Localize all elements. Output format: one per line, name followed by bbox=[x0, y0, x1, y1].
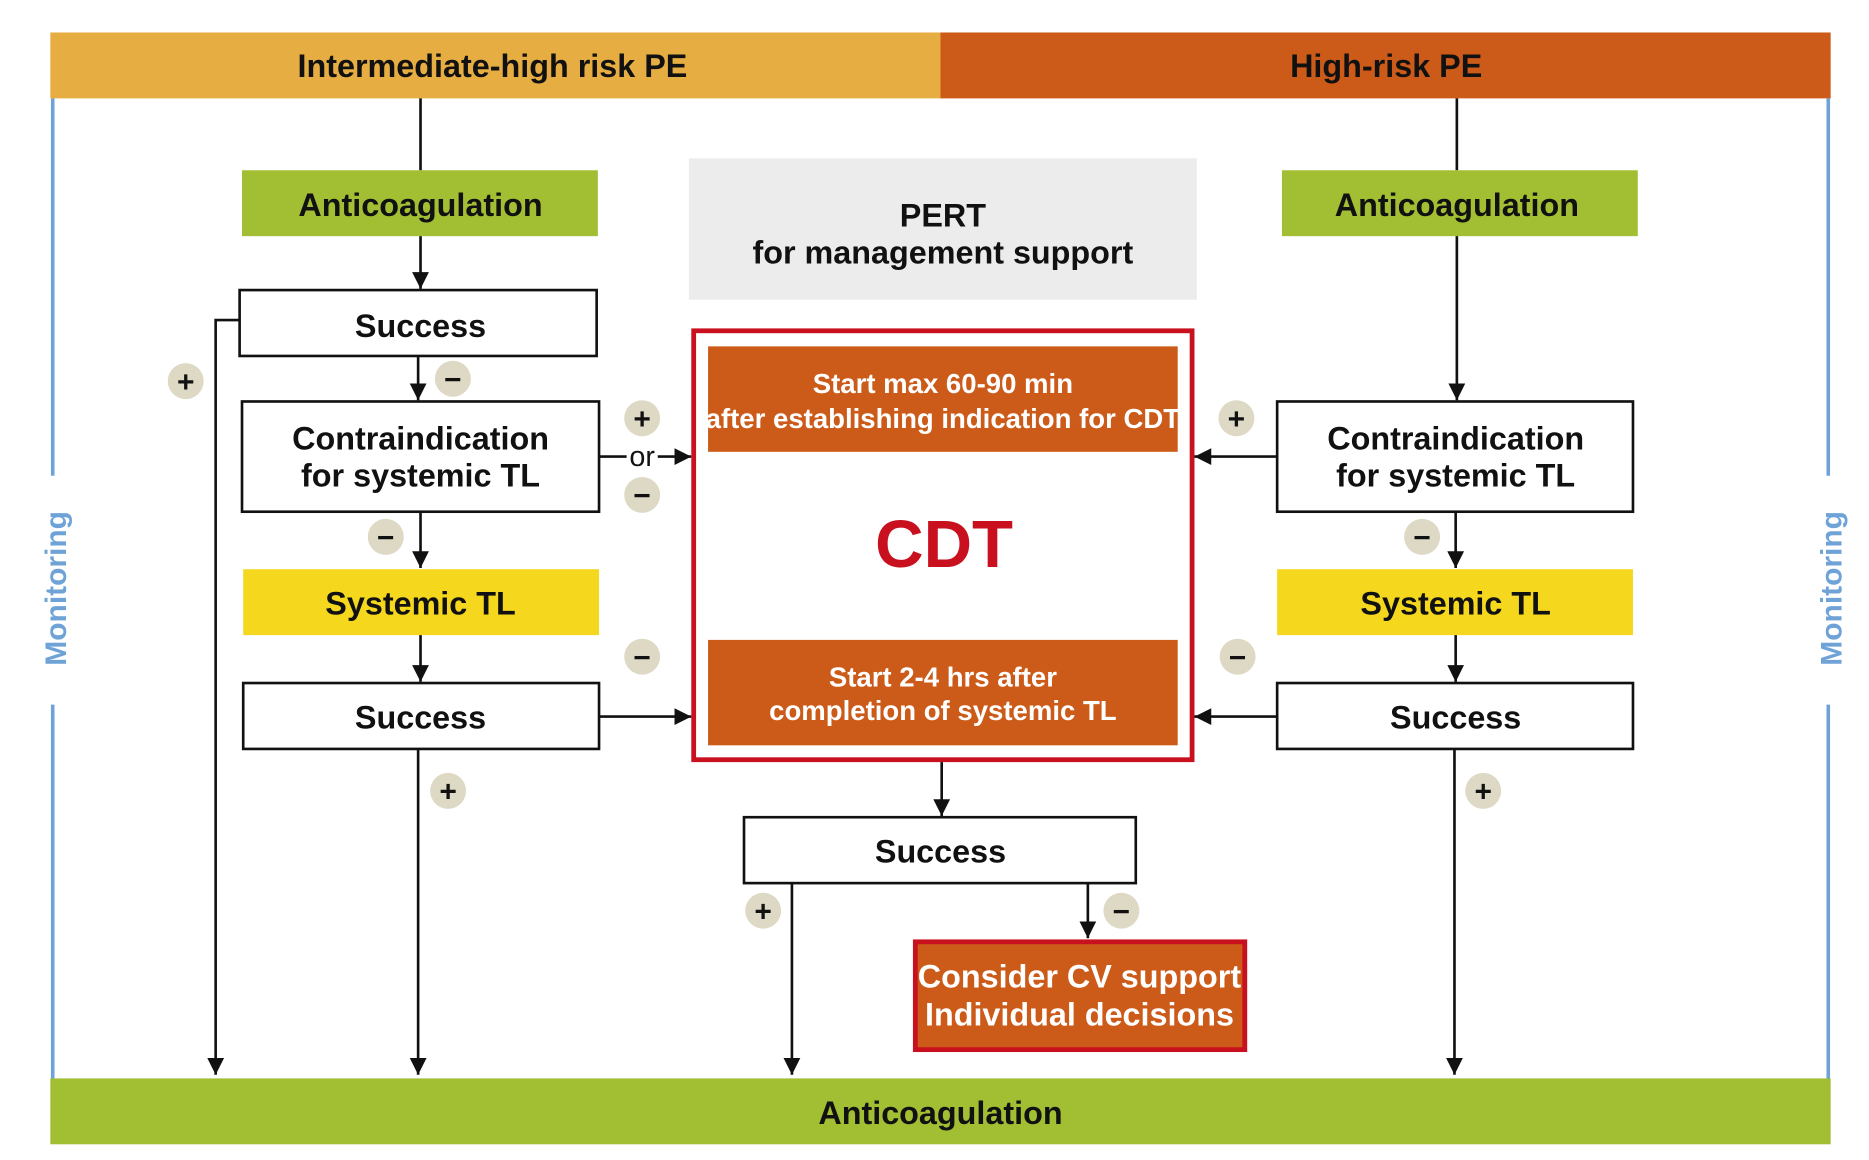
cdt-start-after-tl-line1: Start 2-4 hrs after bbox=[829, 662, 1057, 693]
left-contraindication-label-line1: Contraindication bbox=[292, 420, 549, 456]
plus-badge bbox=[430, 772, 467, 809]
cdt-label: CDT bbox=[875, 507, 1013, 582]
minus-badge bbox=[1103, 892, 1140, 929]
pert-box bbox=[688, 158, 1197, 300]
header-high-risk bbox=[940, 32, 1831, 99]
minus-badge bbox=[434, 360, 471, 397]
minus-sign: − bbox=[1113, 895, 1130, 928]
right-contraindication-label-line2: for systemic TL bbox=[1336, 458, 1575, 494]
right-success-label: Success bbox=[1390, 700, 1521, 736]
right-anticoagulation-label: Anticoagulation bbox=[1335, 187, 1579, 223]
minus-badge bbox=[1404, 518, 1441, 555]
center-success-label: Success bbox=[875, 834, 1006, 870]
right-success-box bbox=[1275, 681, 1635, 751]
footer-anticoagulation-label: Anticoagulation bbox=[818, 1095, 1062, 1131]
left-success-1-box bbox=[238, 288, 598, 358]
plus-sign: + bbox=[439, 776, 456, 809]
plus-badge bbox=[745, 892, 782, 929]
cdt-start-after-tl-box bbox=[708, 639, 1178, 746]
plus-sign: + bbox=[633, 403, 650, 436]
header-intermediate-high-risk-label: Intermediate-high risk PE bbox=[297, 48, 687, 84]
pert-label-line2: for management support bbox=[752, 235, 1133, 271]
minus-sign: − bbox=[633, 480, 650, 513]
plus-sign: + bbox=[754, 895, 771, 928]
minus-badge bbox=[1219, 638, 1256, 675]
plus-badge bbox=[1218, 400, 1255, 437]
left-contraindication-box bbox=[240, 400, 601, 514]
center-success-box bbox=[742, 815, 1138, 885]
plus-sign: + bbox=[1474, 776, 1491, 809]
cv-support-box bbox=[912, 939, 1248, 1053]
cdt-start-after-tl-line2: completion of systemic TL bbox=[769, 695, 1116, 726]
plus-badge bbox=[624, 400, 661, 437]
left-success-1-label: Success bbox=[355, 308, 486, 344]
header-high-risk-label: High-risk PE bbox=[1290, 48, 1482, 84]
left-systemic-tl-box bbox=[243, 569, 600, 636]
left-systemic-tl-label: Systemic TL bbox=[325, 586, 515, 622]
or-label: or bbox=[629, 441, 655, 473]
left-anticoagulation-box bbox=[242, 170, 598, 237]
minus-badge bbox=[367, 518, 404, 555]
right-contraindication-box bbox=[1275, 400, 1635, 514]
footer-anticoagulation-bar bbox=[50, 1078, 1831, 1145]
cdt-start-early-line2: after establishing indication for CDT bbox=[706, 403, 1181, 434]
left-anticoagulation-label: Anticoagulation bbox=[298, 187, 542, 223]
minus-sign: − bbox=[444, 364, 461, 397]
arrow bbox=[207, 318, 240, 1075]
plus-sign: + bbox=[177, 366, 194, 399]
plus-badge bbox=[167, 363, 204, 400]
left-success-2-box bbox=[241, 681, 601, 751]
pert-label-line1: PERT bbox=[900, 198, 986, 234]
right-systemic-tl-label: Systemic TL bbox=[1360, 586, 1550, 622]
minus-badge bbox=[624, 476, 661, 513]
minus-sign: − bbox=[1413, 522, 1430, 555]
right-anticoagulation-box bbox=[1281, 170, 1638, 237]
cdt-start-early-line1: Start max 60-90 min bbox=[813, 368, 1073, 399]
right-contraindication-label-line1: Contraindication bbox=[1327, 420, 1584, 456]
monitoring-label-left: Monitoring bbox=[40, 511, 73, 666]
minus-sign: − bbox=[633, 641, 650, 674]
right-systemic-tl-box bbox=[1277, 569, 1633, 636]
plus-sign: + bbox=[1228, 403, 1245, 436]
cv-support-line1: Consider CV support bbox=[918, 958, 1242, 994]
cdt-start-early-box bbox=[708, 346, 1178, 452]
cv-support-line2: Individual decisions bbox=[925, 997, 1234, 1033]
minus-badge bbox=[624, 638, 661, 675]
minus-sign: − bbox=[1229, 641, 1246, 674]
left-contraindication-label-line2: for systemic TL bbox=[301, 458, 540, 494]
header-intermediate-high-risk bbox=[50, 32, 942, 99]
minus-sign: − bbox=[377, 522, 394, 555]
monitoring-label-right: Monitoring bbox=[1815, 511, 1848, 666]
plus-badge bbox=[1465, 772, 1502, 809]
left-success-2-label: Success bbox=[355, 700, 486, 736]
